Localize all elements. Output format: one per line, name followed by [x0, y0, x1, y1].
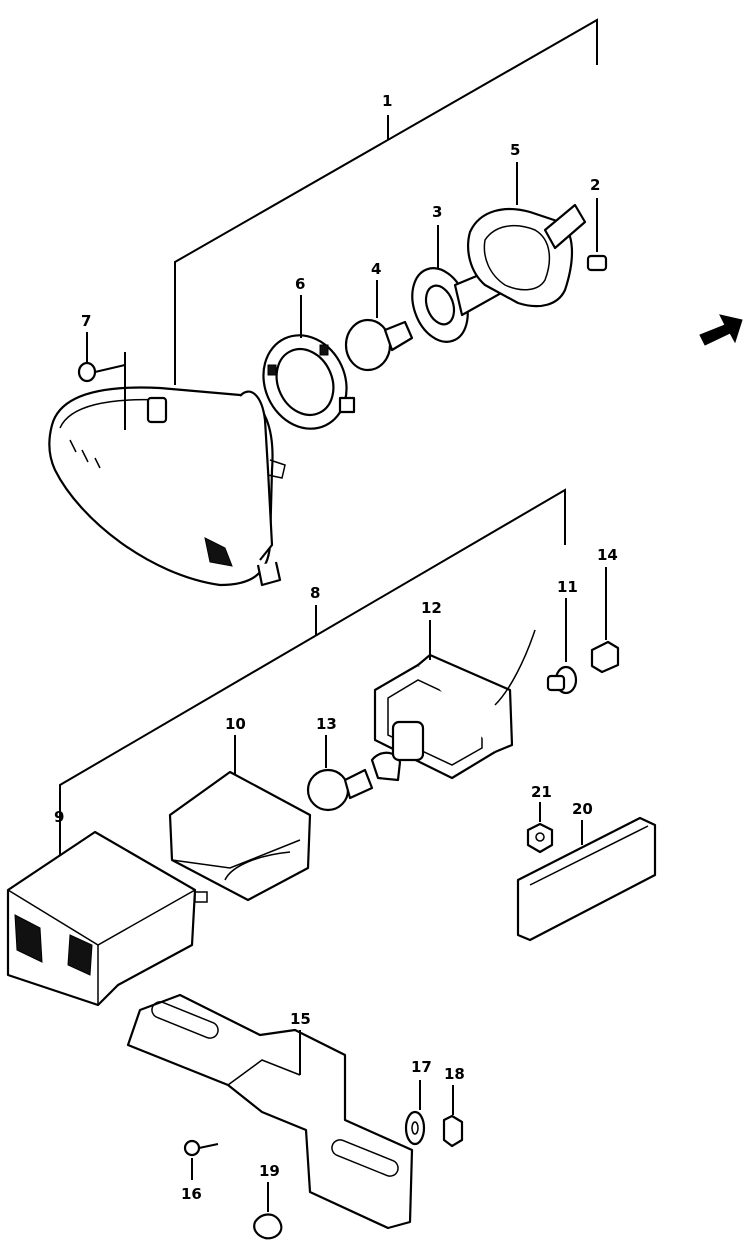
license-bulb [306, 735, 374, 812]
callout-16: 16 [181, 1185, 202, 1203]
callout-labels: 1 2 3 4 5 6 7 8 9 10 11 12 13 14 15 16 1… [54, 92, 618, 1203]
callout-1: 1 [382, 92, 392, 110]
rear-lamp-housing [48, 386, 286, 587]
callout-9: 9 [54, 808, 64, 826]
grommet-part-11 [546, 598, 578, 695]
bulb-holder-ring [262, 295, 356, 430]
callout-20: 20 [572, 800, 593, 818]
lamp-bulb [344, 280, 414, 372]
callout-14: 14 [597, 546, 618, 564]
callout-10: 10 [225, 715, 246, 733]
callout-5: 5 [510, 141, 520, 159]
callout-18: 18 [444, 1065, 465, 1083]
rear-reflector [516, 816, 657, 942]
assembly-1-leader [174, 18, 598, 385]
nut-part-21 [526, 802, 554, 854]
license-lamp-socket [370, 620, 536, 782]
callout-2: 2 [590, 176, 600, 194]
callout-8: 8 [310, 584, 320, 602]
screw-part-2 [586, 198, 608, 272]
callout-17: 17 [411, 1058, 432, 1076]
callout-19: 19 [259, 1162, 280, 1180]
nut-part-18 [442, 1085, 464, 1148]
callout-6: 6 [295, 275, 305, 293]
callout-13: 13 [316, 715, 337, 733]
license-lamp-body [6, 830, 208, 1007]
license-plate-bracket [126, 993, 414, 1230]
callout-21: 21 [531, 783, 552, 801]
lamp-lens-cover [168, 735, 312, 902]
screw-part-7 [77, 332, 126, 430]
front-direction-arrow-icon [699, 314, 743, 346]
callout-11: 11 [557, 578, 578, 596]
assembly-8-leader [59, 488, 566, 855]
callout-15: 15 [290, 1010, 311, 1028]
callout-3: 3 [432, 203, 442, 221]
socket-gasket-plate [467, 162, 587, 308]
collar-part-14 [590, 567, 620, 674]
bolt-part-16 [183, 1139, 219, 1180]
clip-part-19 [253, 1182, 283, 1240]
callout-4: 4 [371, 260, 381, 278]
callout-7: 7 [81, 312, 91, 330]
callout-12: 12 [421, 599, 442, 617]
washer-part-17 [404, 1080, 426, 1146]
